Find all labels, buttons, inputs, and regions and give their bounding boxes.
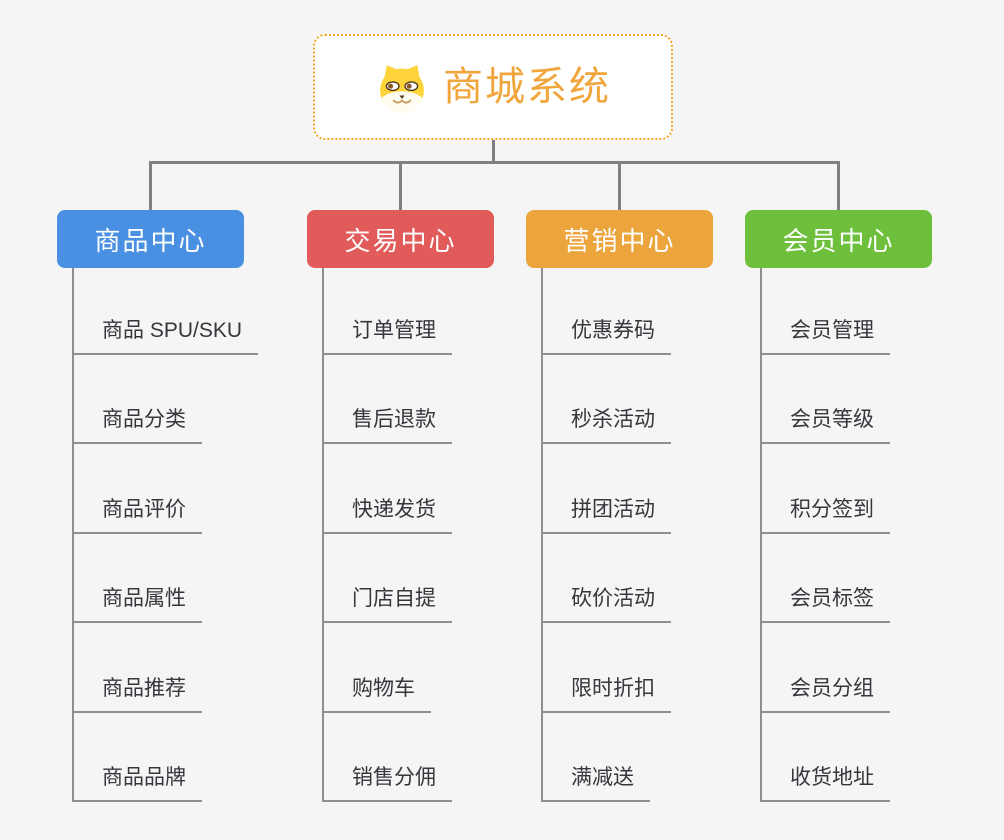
leaf-node[interactable]: 会员等级 bbox=[760, 406, 890, 444]
branch-spine bbox=[541, 268, 543, 802]
leaf-node[interactable]: 商品 SPU/SKU bbox=[72, 317, 259, 355]
dog-face-icon bbox=[375, 60, 429, 114]
leaf-node[interactable]: 快递发货 bbox=[322, 496, 452, 534]
leaf-node[interactable]: 会员标签 bbox=[760, 585, 890, 623]
leaf-node[interactable]: 售后退款 bbox=[322, 406, 452, 444]
leaf-node[interactable]: 销售分佣 bbox=[322, 764, 452, 802]
root-node[interactable]: 商城系统 bbox=[313, 34, 673, 140]
connector-bus bbox=[149, 161, 840, 164]
connector-drop bbox=[149, 161, 152, 210]
leaf-node[interactable]: 商品属性 bbox=[72, 585, 202, 623]
leaf-node[interactable]: 门店自提 bbox=[322, 585, 452, 623]
branch-spine bbox=[72, 268, 74, 802]
branch-node-trade-center[interactable]: 交易中心 bbox=[307, 210, 494, 268]
leaf-node[interactable]: 订单管理 bbox=[322, 317, 452, 355]
connector-stub bbox=[492, 140, 495, 162]
root-title: 商城系统 bbox=[443, 65, 611, 109]
leaf-node[interactable]: 购物车 bbox=[322, 675, 431, 713]
connector-drop bbox=[618, 161, 621, 210]
branch-spine bbox=[760, 268, 762, 802]
branch-node-marketing-center[interactable]: 营销中心 bbox=[526, 210, 713, 268]
leaf-node[interactable]: 商品评价 bbox=[72, 496, 202, 534]
leaf-node[interactable]: 商品推荐 bbox=[72, 675, 202, 713]
leaf-node[interactable]: 积分签到 bbox=[760, 496, 890, 534]
leaf-node[interactable]: 优惠券码 bbox=[541, 317, 671, 355]
connector-drop bbox=[837, 161, 840, 210]
branch-node-product-center[interactable]: 商品中心 bbox=[57, 210, 244, 268]
branch-node-member-center[interactable]: 会员中心 bbox=[745, 210, 932, 268]
leaf-node[interactable]: 商品品牌 bbox=[72, 764, 202, 802]
branch-spine bbox=[322, 268, 324, 802]
leaf-node[interactable]: 会员管理 bbox=[760, 317, 890, 355]
connector-drop bbox=[399, 161, 402, 210]
leaf-node[interactable]: 收货地址 bbox=[760, 764, 890, 802]
leaf-node[interactable]: 满减送 bbox=[541, 764, 650, 802]
leaf-node[interactable]: 拼团活动 bbox=[541, 496, 671, 534]
leaf-node[interactable]: 限时折扣 bbox=[541, 675, 671, 713]
leaf-node[interactable]: 砍价活动 bbox=[541, 585, 671, 623]
leaf-node[interactable]: 秒杀活动 bbox=[541, 406, 671, 444]
leaf-node[interactable]: 商品分类 bbox=[72, 406, 202, 444]
leaf-node[interactable]: 会员分组 bbox=[760, 675, 890, 713]
